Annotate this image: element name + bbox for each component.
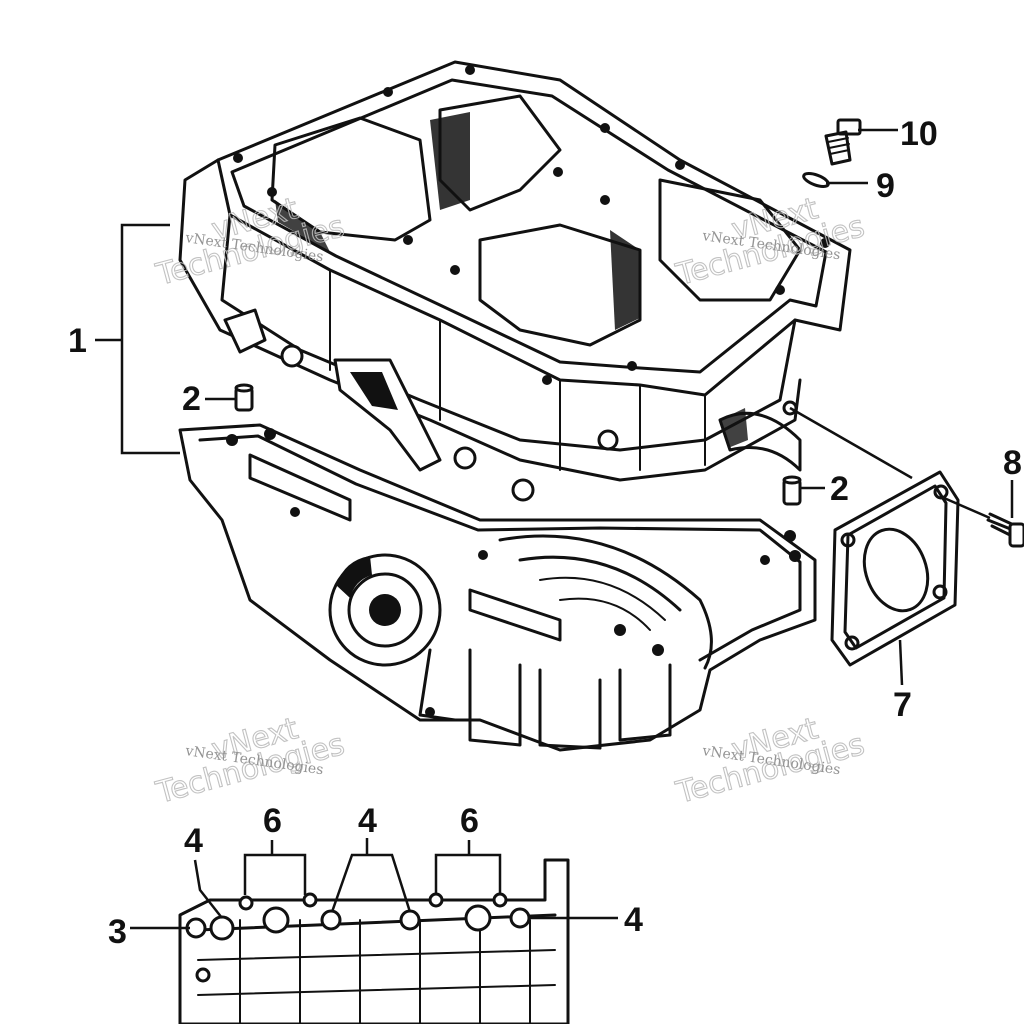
callout-6-left: 6 [263,802,282,840]
dowel-pin-right [782,475,802,506]
crankcase-lower [178,423,817,752]
crankcase-bottom-view [178,858,570,1024]
watermark-mid-left: vNext Technologies vNext Technologies [151,711,348,812]
callout-2-left: 2 [182,380,201,418]
sealing-washer [802,172,830,188]
callout-labels: 1 2 2 7 8 9 10 3 4 4 4 6 6 [68,115,1022,951]
cover-bolt [986,512,1024,548]
crankcase-upper [178,60,852,502]
callout-4-left: 4 [184,822,203,860]
callout-1: 1 [68,322,87,360]
callout-7: 7 [893,686,912,724]
callout-4-center: 4 [358,802,377,840]
callout-4-right: 4 [624,901,643,939]
callout-2-right: 2 [830,470,849,508]
drain-plug [824,118,862,166]
cover-gasket [830,470,960,667]
leader-lines [95,128,1014,930]
callout-10: 10 [900,115,938,153]
callout-9: 9 [876,167,895,205]
callout-3: 3 [108,913,127,951]
dowel-pin-left [234,383,254,412]
watermark-mid-right: vNext Technologies vNext Technologies [671,711,868,812]
callout-6-right: 6 [460,802,479,840]
callout-8: 8 [1003,444,1022,482]
